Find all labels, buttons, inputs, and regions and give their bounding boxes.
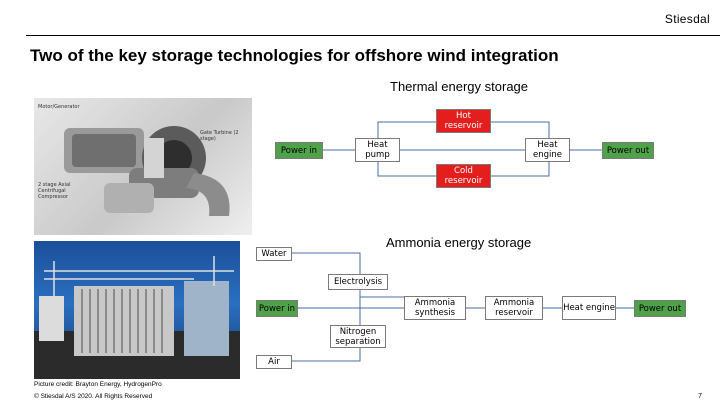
thermal-heading: Thermal energy storage (390, 79, 529, 94)
page-number: 7 (698, 393, 702, 400)
slide-title: Two of the key storage technologies for … (30, 46, 559, 65)
thermal-power-in-box: Power in (275, 142, 323, 159)
ammonia-reservoir-box: Ammonia reservoir (485, 296, 543, 320)
ammonia-heading: Ammonia energy storage (386, 235, 532, 250)
ammonia-synthesis-box: Ammonia synthesis (404, 296, 466, 320)
photo-label-motor: Motor/Generator (38, 104, 80, 110)
cold-reservoir-box: Cold reservoir (436, 164, 491, 188)
water-box: Water (256, 247, 292, 261)
thermal-machine-photo: Motor/Generator Gate Turbine (2 stage) 2… (34, 98, 252, 235)
ammonia-power-in-box: Power in (256, 300, 298, 317)
photo-label-compressor: 2 stage Axial Centrifugal Compressor (38, 182, 71, 200)
electrolysis-box: Electrolysis (328, 274, 388, 290)
copyright-notice: © Stiesdal A/S 2020. All Rights Reserved (34, 393, 153, 400)
thermal-power-out-box: Power out (602, 142, 654, 159)
ammonia-power-out-box: Power out (634, 300, 686, 317)
picture-credit: Picture credit: Brayton Energy, Hydrogen… (34, 381, 162, 388)
header-divider (26, 35, 720, 36)
ammonia-heat-engine-box: Heat engine (562, 296, 616, 320)
electrolyser-photo (34, 241, 240, 379)
hot-reservoir-box: Hot reservoir (436, 109, 491, 133)
nitrogen-separation-box: Nitrogen separation (330, 325, 386, 348)
heat-pump-box: Heat pump (355, 138, 400, 162)
brand-name: Stiesdal (664, 12, 710, 26)
thermal-heat-engine-box: Heat engine (525, 138, 570, 162)
photo-label-turbine: Gate Turbine (2 stage) (200, 130, 239, 142)
air-box: Air (256, 355, 292, 369)
